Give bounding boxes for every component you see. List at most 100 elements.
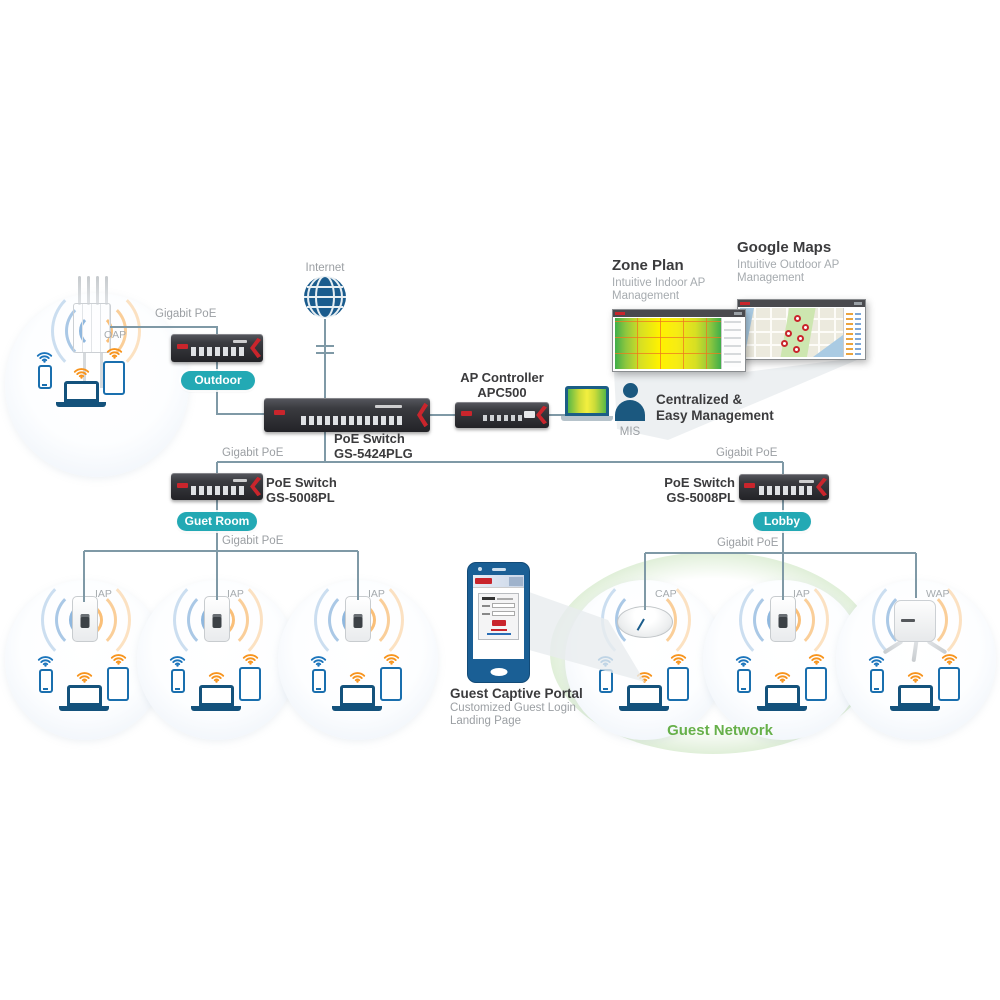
ap-list-panel <box>843 308 863 357</box>
tablet-icon <box>667 667 689 701</box>
client-laptop <box>619 670 669 711</box>
captive-portal-screen <box>473 575 524 659</box>
wifi-signal-icon <box>349 672 365 683</box>
map-ap-marker <box>785 329 793 337</box>
browser-titlebar <box>738 300 865 307</box>
laptop-icon <box>332 685 382 711</box>
client-tablet <box>107 652 129 701</box>
gigabit-poe-label-left-lower: Gigabit PoE <box>222 535 284 547</box>
wifi-ripples-decoration <box>40 574 132 666</box>
mis-label: MIS <box>619 426 641 438</box>
google-maps-window <box>737 299 866 360</box>
browser-titlebar <box>613 310 745 317</box>
access-point-label: IAP <box>368 588 385 600</box>
coverage-zone-lobby-cap: CAP <box>565 575 725 740</box>
core-poe-switch-device <box>264 398 430 432</box>
wifi-signal-icon <box>73 368 89 379</box>
guest-room-badge: Guet Room <box>177 512 257 531</box>
core-switch-label: PoE Switch GS-5424PLG <box>334 431 413 461</box>
access-point-label: IAP <box>227 588 244 600</box>
guest-room-switch-label: PoE Switch GS-5008PL <box>266 475 337 505</box>
zone-plan-description: Intuitive Indoor AP Management <box>612 277 706 302</box>
tablet-icon <box>380 667 402 701</box>
client-tablet <box>380 652 402 701</box>
wifi-signal-icon <box>774 672 790 683</box>
coverage-zone-lobby-wap: WAP <box>836 575 996 740</box>
gigabit-poe-label-right-upper: Gigabit PoE <box>716 447 778 459</box>
smartphone-icon <box>736 669 751 693</box>
tablet-icon <box>107 667 129 701</box>
wifi-signal-icon <box>670 654 686 665</box>
wifi-signal-icon <box>383 654 399 665</box>
coverage-zone-outdoor: OAP <box>5 276 189 477</box>
coverage-zone-guest-room-3: IAP <box>278 575 438 740</box>
guest-network-label: Guest Network <box>667 722 773 739</box>
login-button <box>491 620 506 626</box>
wifi-ripples-decoration <box>313 574 405 666</box>
captive-portal-title: Guest Captive Portal <box>450 686 583 701</box>
map-ap-marker <box>793 314 801 322</box>
outdoor-poe-switch-device <box>171 334 263 362</box>
client-tablet <box>667 652 689 701</box>
smartphone-icon <box>170 669 185 693</box>
wifi-signal-icon <box>76 672 92 683</box>
wifi-ripples-decoration <box>738 574 830 666</box>
client-laptop <box>59 670 109 711</box>
client-tablet <box>239 652 261 701</box>
client-smartphone <box>37 654 54 693</box>
access-point-label: IAP <box>95 588 112 600</box>
gigabit-poe-label-outdoor: Gigabit PoE <box>155 308 217 320</box>
access-point-label: IAP <box>793 588 810 600</box>
laptop-icon <box>56 381 106 407</box>
wifi-signal-icon <box>907 672 923 683</box>
access-point-device <box>617 606 673 638</box>
core-switch-model: GS-5424PLG <box>334 446 413 461</box>
client-smartphone <box>735 654 752 693</box>
client-smartphone <box>597 654 614 693</box>
client-laptop <box>56 366 106 407</box>
zone-plan-window <box>612 309 746 372</box>
coverage-zone-guest-room-2: IAP <box>137 575 297 740</box>
access-point-device <box>882 600 948 663</box>
google-maps-title: Google Maps <box>737 239 832 256</box>
client-smartphone <box>36 350 53 389</box>
smartphone-icon <box>869 669 884 693</box>
wifi-signal-icon <box>941 654 957 665</box>
google-maps-description: Intuitive Outdoor AP Management <box>737 259 840 284</box>
access-point-label: OAP <box>104 329 127 341</box>
wifi-signal-icon <box>808 654 824 665</box>
laptop-icon <box>191 685 241 711</box>
client-smartphone <box>868 654 885 693</box>
smartphone-icon <box>38 669 53 693</box>
wifi-ripples-decoration <box>172 574 264 666</box>
wifi-signal-icon <box>735 656 752 667</box>
wifi-signal-icon <box>242 654 258 665</box>
management-laptop <box>561 386 613 421</box>
ap-controller-model: APC500 <box>477 385 527 400</box>
floorplan-heatmap <box>615 318 721 369</box>
lobby-poe-switch-device <box>739 474 829 500</box>
lobby-switch-model: GS-5008PL <box>666 490 735 505</box>
wifi-signal-icon <box>106 348 122 359</box>
tablet-icon <box>938 667 960 701</box>
smartphone-icon <box>598 669 613 693</box>
captive-portal-description: Customized Guest Login Landing Page <box>450 702 576 727</box>
client-smartphone <box>169 654 186 693</box>
google-map-view <box>740 308 843 357</box>
client-tablet <box>103 346 125 395</box>
client-laptop <box>191 670 241 711</box>
guest-login-form <box>478 593 519 640</box>
laptop-icon <box>757 685 807 711</box>
ap-controller-name: AP Controller <box>460 370 544 385</box>
zone-plan-title: Zone Plan <box>612 257 684 274</box>
ap-controller-device <box>455 402 549 428</box>
laptop-icon <box>59 685 109 711</box>
centralized-management-label: Centralized & Easy Management <box>656 392 774 423</box>
internet-label: Internet <box>305 262 345 274</box>
portal-banner <box>473 575 524 588</box>
wifi-signal-icon <box>636 672 652 683</box>
captive-portal-phone <box>467 562 530 683</box>
mis-operator-icon <box>613 383 647 423</box>
client-smartphone <box>310 654 327 693</box>
